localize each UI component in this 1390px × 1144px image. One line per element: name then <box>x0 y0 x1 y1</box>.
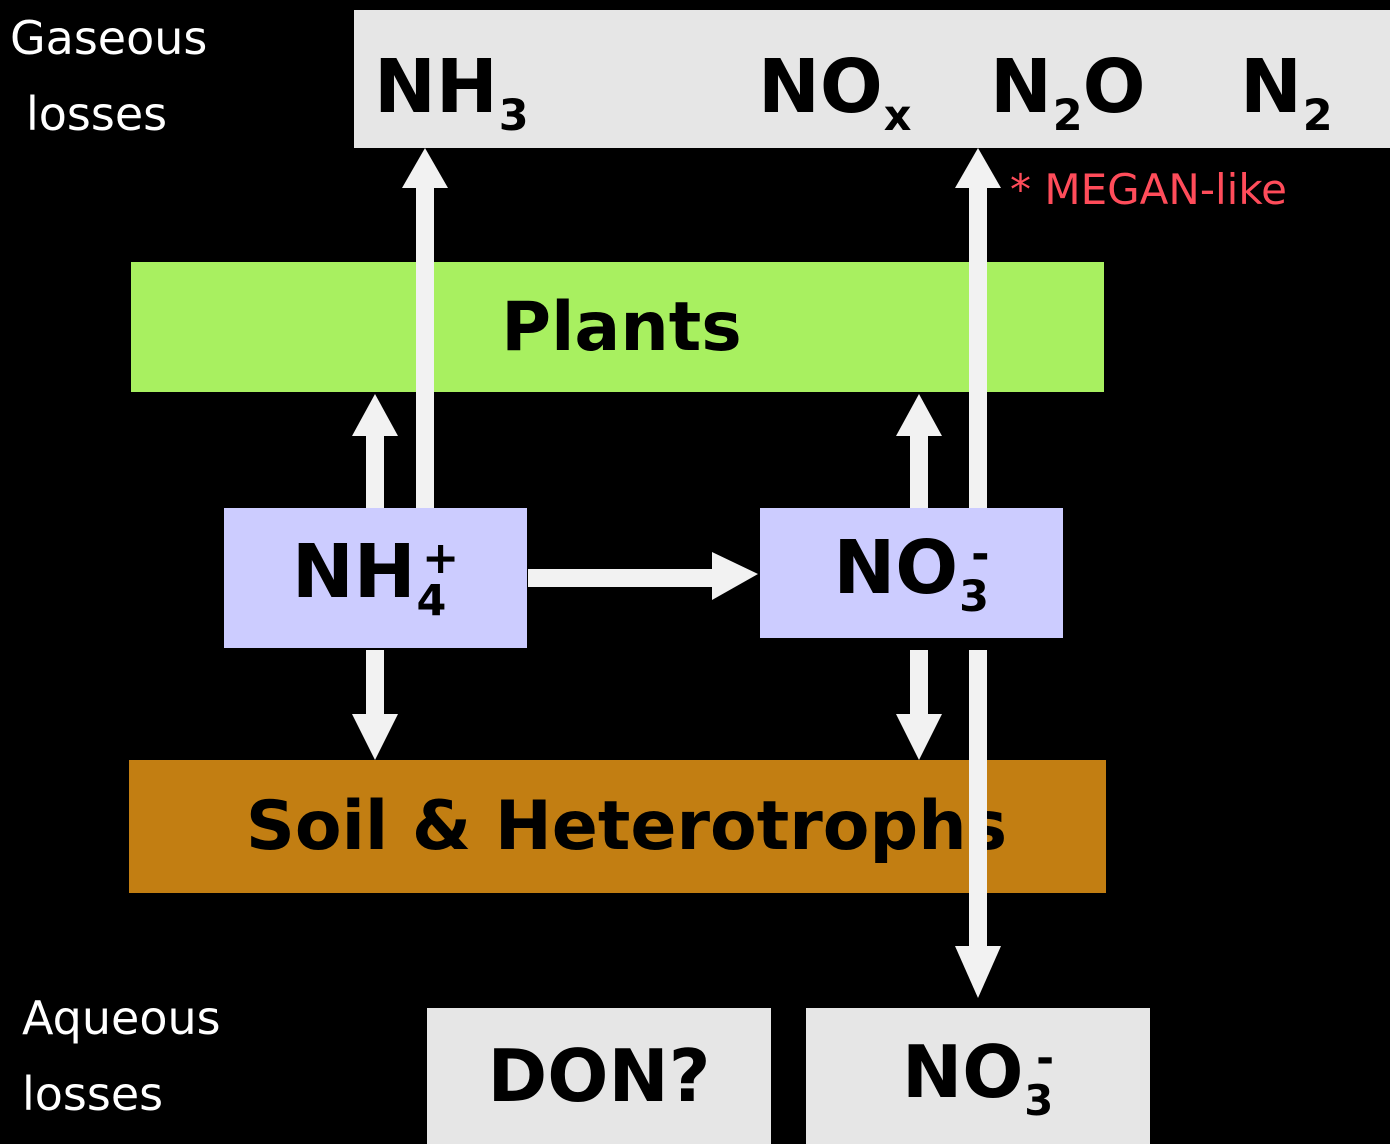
soil-heterotrophs-box: Soil & Heterotrophs <box>129 760 1106 893</box>
arrow-nitrate-to-gases <box>955 148 1001 508</box>
plants-label: Plants <box>501 287 742 367</box>
arrow-ammonium-to-nh3 <box>402 148 448 508</box>
arrow-ammonium-to-plants <box>352 394 398 508</box>
soil-heterotrophs-label: Soil & Heterotrophs <box>245 787 1008 866</box>
arrow-nitrate-to-soil <box>896 650 942 760</box>
arrow-ammonium-to-soil <box>352 650 398 760</box>
arrow-nitrate-leaching <box>955 650 1001 998</box>
don-box: DON? <box>427 1008 771 1144</box>
don-label: DON? <box>487 1034 711 1118</box>
plants-box: Plants <box>131 262 1104 392</box>
gaseous-losses-label: Gaseous losses <box>10 11 208 141</box>
arrow-nitrate-to-plants <box>896 394 942 508</box>
megan-annotation: * MEGAN-like <box>1010 165 1287 214</box>
arrow-ammonium-to-nitrate <box>528 552 758 600</box>
aqueous-losses-label: Aqueous losses <box>22 991 221 1121</box>
